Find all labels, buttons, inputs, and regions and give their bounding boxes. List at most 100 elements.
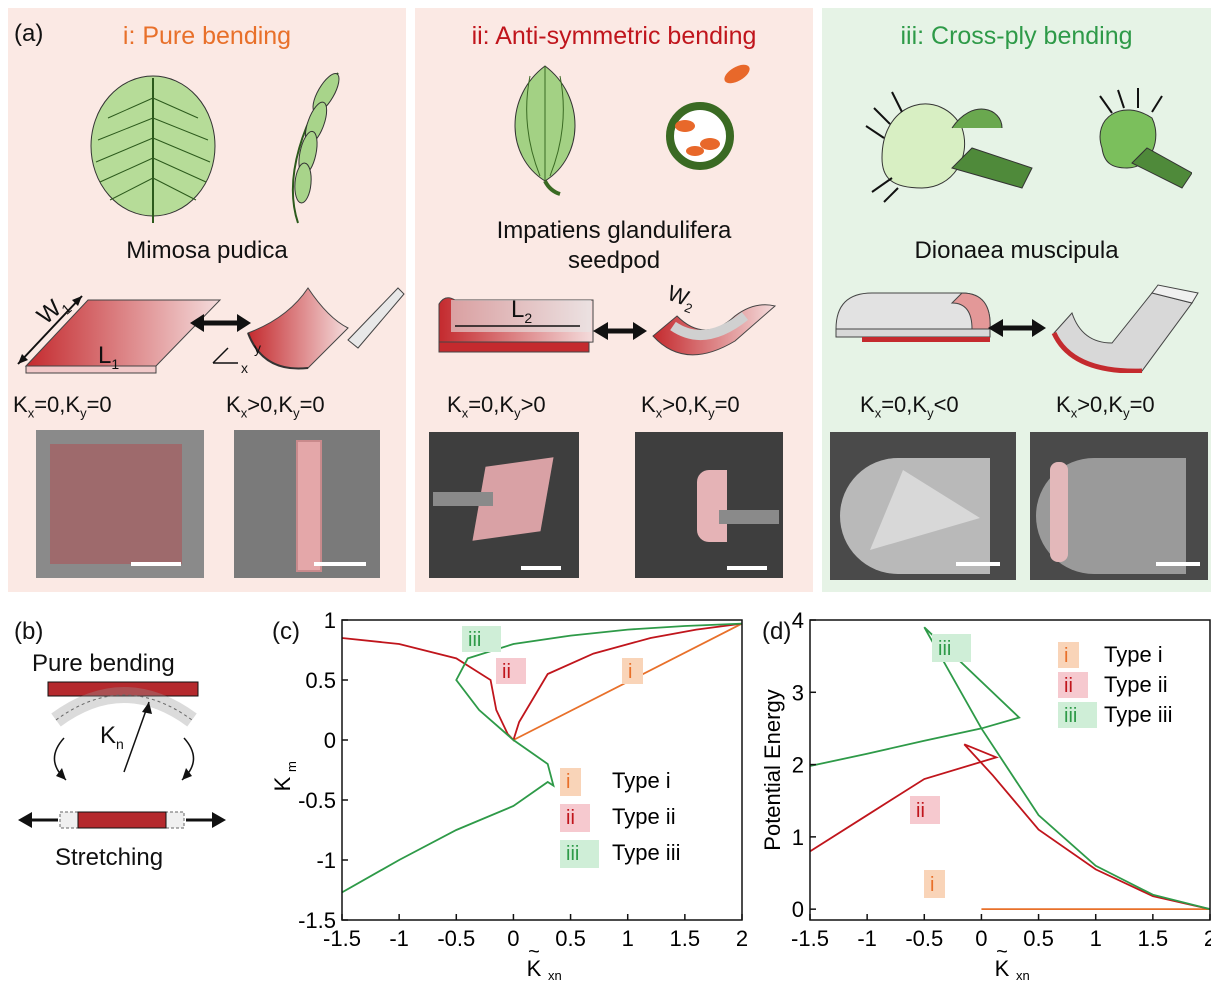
x-tick-label: -1 [389,926,409,951]
curve-tag: ii [916,800,925,822]
y-tick-label: 3 [792,680,804,705]
species-caption-line2: seedpod [567,247,661,274]
series-line-2 [341,622,743,742]
species-caption-line1: Impatiens glandulifera [496,217,732,244]
y-tick-label: 0 [324,728,336,753]
y-tick-label: -1.5 [298,908,336,933]
legend-tag-bg [560,804,590,832]
legend-tag-bg [560,840,599,868]
panel-a-label: (a) [14,20,44,47]
y-tick-label: 0 [792,897,804,922]
x-axis-label: K [995,956,1010,981]
x-tick-label: 1 [622,926,634,951]
plot-frame [341,619,743,921]
x-tick-label: 0.5 [555,926,586,951]
curve-tag-bg [622,658,643,684]
legend-label: Type iii [1104,702,1172,727]
pure-bending-label: Pure bending [32,650,175,677]
y-tick-label: -1 [316,848,336,873]
legend-label: Type i [612,768,671,793]
legend-tag-bg [1058,672,1088,698]
curve-tag-bg [910,796,940,824]
y-tick-label: 0.5 [305,668,336,693]
curve-tag-bg [462,626,501,652]
panel-c-label: (c) [272,618,300,645]
state-left: Kx=0,Ky=0 [13,392,112,421]
series-line-3 [341,622,743,894]
curve-tag: iii [468,629,481,651]
state-right: Kx>0,Ky=0 [641,392,740,421]
kn-label: Kn [100,722,124,752]
l1-label: L1 [98,342,120,372]
curve-tag-bg [932,634,971,662]
mimosa-leaf-illustration [90,72,340,224]
x-axis-tilde: ~ [996,941,1008,963]
state-right: Kx>0,Ky=0 [226,392,325,421]
axis-y-label: y [254,340,261,356]
y-tick-label: 4 [792,608,804,633]
x-tick-label: 0 [975,926,987,951]
state-right: Kx>0,Ky=0 [1056,392,1155,421]
x-tick-label: -1 [857,926,877,951]
sem-image-rolled [234,430,380,578]
y-axis-label-sub: m [284,761,299,772]
legend-label: Type ii [612,804,676,829]
flytrap-illustration [865,88,1192,203]
y-tick-label: 1 [324,608,336,633]
legend-tag: i [566,771,570,793]
seedpod-illustration [514,64,750,196]
panel-a-section-3: iii: Cross-ply bending Dionaea muscipula [822,8,1211,592]
sem-image-antisym-2 [635,432,783,578]
sem-image-crossply-1 [830,432,1016,580]
x-tick-label: 1.5 [670,926,701,951]
x-tick-label: 2 [736,926,748,951]
x-tick-label: 0 [507,926,519,951]
legend-tag: iii [1064,705,1077,727]
x-tick-label: -1.5 [323,926,361,951]
curve-tag: ii [502,661,511,683]
panel-d-label: (d) [762,618,792,645]
x-tick-label: 2 [1204,926,1211,951]
state-left: Kx=0,Ky>0 [447,392,546,421]
legend-label: Type i [1104,642,1163,667]
sem-image-flat [36,430,204,578]
legend-tag: i [1064,645,1068,667]
section-title: iii: Cross-ply bending [900,22,1133,50]
legend-tag-bg [560,768,581,796]
legend-tag: ii [566,807,575,829]
crossply-diagram [835,284,1199,373]
x-tick-label: 1 [1090,926,1102,951]
y-tick-label: 1 [792,825,804,850]
x-tick-label: -1.5 [791,926,829,951]
x-axis-tilde: ~ [528,941,540,963]
seedpod-strip-diagram [438,297,777,356]
y-axis-label: K [270,776,295,791]
l2-label: L2 [511,296,533,326]
series-line-3 [809,626,1211,911]
mimosa-leaf-open [90,75,216,223]
y-axis-label: Potential Energy [760,689,785,850]
pure-bending-diagram [47,681,199,781]
legend-tag-bg [1058,702,1097,728]
y-tick-label: 2 [792,753,804,778]
flat-plate-diagram [17,287,405,374]
panel-a-section-1: i: Pure bending Mimosa pudica [8,8,406,592]
axis-x-label: x [241,360,248,376]
curve-tag-bg [924,870,945,898]
sem-image-crossply-2 [1030,432,1208,580]
curve-tag: i [628,661,632,683]
plot-frame [809,619,1211,921]
legend-tag: ii [1064,675,1073,697]
legend-tag: iii [566,843,579,865]
stretching-label: Stretching [55,844,164,871]
species-caption: Mimosa pudica [126,237,288,264]
legend-label: Type ii [1104,672,1168,697]
state-left: Kx=0,Ky<0 [860,392,959,421]
panel-a-section-2: ii: Anti-symmetric bending Impatiens gla… [415,8,813,592]
section-title: i: Pure bending [122,22,292,50]
curve-tag-bg [496,658,526,684]
x-tick-label: -0.5 [437,926,475,951]
x-axis-label: K [527,956,542,981]
